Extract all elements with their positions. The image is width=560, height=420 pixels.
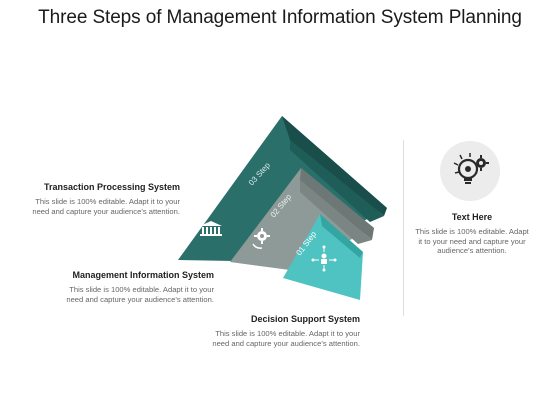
management-information-desc-line-1: This slide is 100% editable. Adapt it to… [69, 285, 214, 294]
bank-icon [200, 221, 222, 236]
step-3-right-face [290, 140, 384, 222]
network-person-icon [311, 245, 337, 272]
head-gears-lightbulb-icon [453, 153, 489, 184]
step-2-side-face [300, 168, 374, 240]
step-1-side-face [320, 214, 363, 258]
text-here-desc-line-3: audience’s attention. [437, 246, 507, 256]
transaction-processing-block: Transaction Processing System This slide… [14, 182, 180, 216]
management-information-block: Management Information System This slide… [44, 270, 214, 304]
text-here-title: Text Here [451, 212, 493, 222]
decision-support-desc-line-1: This slide is 100% editable. Adapt it to… [215, 329, 360, 338]
page-title: Three Steps of Management Information Sy… [38, 7, 522, 28]
step-2-right-face [300, 180, 372, 244]
vertical-divider [403, 140, 404, 316]
transaction-processing-title: Transaction Processing System [43, 182, 180, 192]
step-1-layer: 01 Step [283, 214, 363, 300]
management-information-title: Management Information System [72, 270, 214, 280]
text-here-desc-line-2: it to your need and capture your [418, 236, 526, 246]
transaction-processing-desc-line-2: need and capture your audience’s attenti… [32, 206, 180, 216]
text-here-desc-line-1: This slide is 100% editable. Adapt [415, 227, 529, 236]
decision-support-block: Decision Support System This slide is 10… [190, 314, 360, 348]
step-3-side-face [282, 116, 387, 216]
decision-support-desc-line-2: need and capture your audience’s attenti… [212, 338, 360, 348]
icon-circle [440, 141, 500, 201]
text-here-block: Text Here This slide is 100% editable. A… [405, 212, 539, 256]
management-information-desc-line-2: need and capture your audience’s attenti… [66, 294, 214, 304]
decision-support-title: Decision Support System [250, 314, 360, 324]
settings-cycle-icon [252, 228, 270, 249]
transaction-processing-desc-line-1: This slide is 100% editable. Adapt it to… [35, 197, 180, 206]
